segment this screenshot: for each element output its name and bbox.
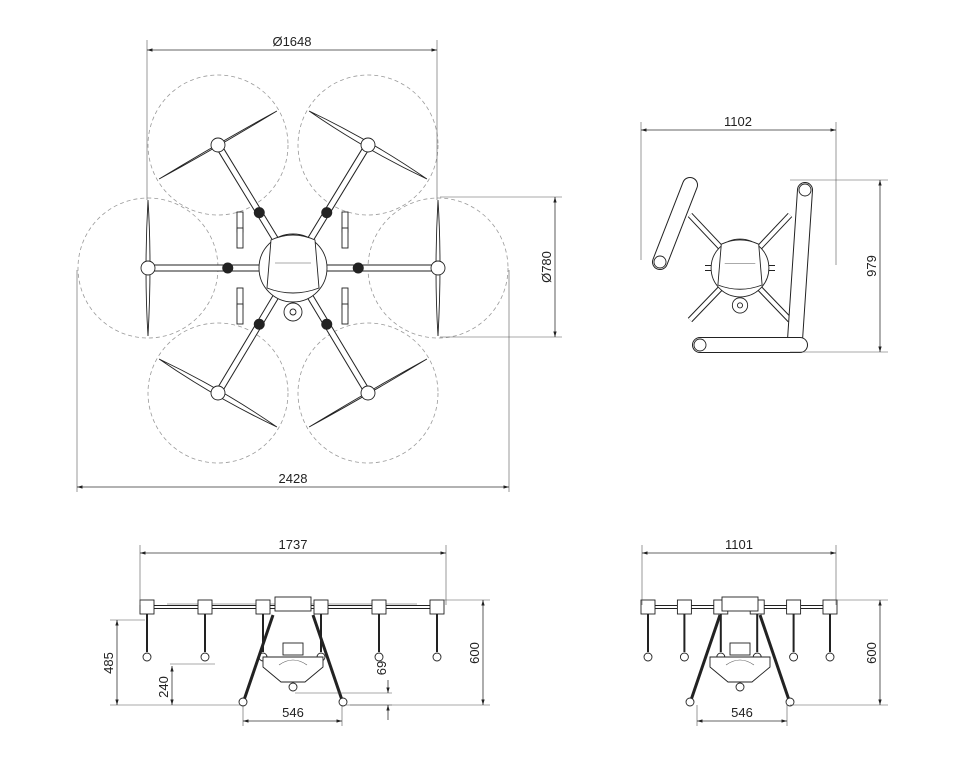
rotor-span-label: Ø1648 bbox=[272, 34, 311, 49]
landing-skid bbox=[236, 227, 244, 249]
top-view bbox=[77, 74, 509, 464]
dimension-folded-side-width: 1101 bbox=[641, 537, 837, 605]
arm-fold-joint bbox=[321, 318, 333, 330]
pump bbox=[729, 642, 751, 656]
arm-fold-joint bbox=[352, 262, 364, 274]
spray-nozzle bbox=[142, 652, 152, 662]
propeller-sweep-circle bbox=[297, 74, 439, 216]
motor bbox=[786, 599, 802, 615]
landing-leg-right bbox=[758, 614, 792, 704]
arm-fold-joint bbox=[321, 207, 333, 219]
spray-nozzle bbox=[432, 652, 442, 662]
folded-side-width-label: 1101 bbox=[725, 537, 753, 552]
tank-window bbox=[278, 659, 308, 666]
spray-nozzle bbox=[200, 652, 210, 662]
body-diameter-label: Ø780 bbox=[539, 251, 554, 283]
dimension-body-diameter: Ø780 bbox=[440, 196, 562, 338]
folded-top-view bbox=[652, 177, 813, 353]
landing-skid bbox=[341, 227, 349, 249]
spray-tank bbox=[717, 239, 763, 290]
spray-tank bbox=[262, 656, 324, 683]
foot-left bbox=[685, 697, 695, 707]
ground-clearance-label: 69 bbox=[374, 661, 389, 675]
motor bbox=[360, 385, 376, 401]
motor bbox=[798, 183, 812, 197]
motor bbox=[139, 599, 155, 615]
dimension-nozzle-height: 240 bbox=[156, 663, 215, 705]
dimension-side-height: 600 bbox=[350, 599, 490, 706]
folded-depth-label: 979 bbox=[864, 255, 879, 277]
dimension-folded-leg-spacing: 546 bbox=[696, 705, 788, 726]
dimension-side-width: 1737 bbox=[139, 537, 447, 605]
motor bbox=[210, 385, 226, 401]
dimension-leg-spacing: 546 bbox=[242, 705, 343, 726]
folded-propeller-inner bbox=[653, 178, 697, 269]
folded-side-height-label: 600 bbox=[864, 642, 879, 664]
dimension-ground-clearance: 69 bbox=[295, 661, 392, 720]
spray-tank bbox=[266, 234, 320, 294]
motor bbox=[255, 599, 271, 615]
propeller-sweep-circle bbox=[297, 322, 439, 464]
nozzle-height-label: 240 bbox=[156, 676, 171, 698]
motor bbox=[653, 255, 667, 269]
spray-nozzle bbox=[679, 652, 689, 662]
folded-width-label: 1102 bbox=[724, 114, 752, 129]
centrifugal-nozzle bbox=[735, 682, 745, 692]
spray-nozzle bbox=[789, 652, 799, 662]
landing-skid bbox=[236, 303, 244, 325]
overall-width-label: 2428 bbox=[279, 471, 308, 486]
landing-leg-left bbox=[241, 614, 275, 704]
pump-center bbox=[289, 308, 297, 316]
pump-center bbox=[737, 302, 744, 309]
dimension-folded-depth: 979 bbox=[790, 179, 888, 353]
motor bbox=[640, 599, 656, 615]
motor bbox=[140, 260, 156, 276]
arm-height-label: 485 bbox=[101, 652, 116, 674]
motor bbox=[693, 338, 707, 352]
side-height-label: 600 bbox=[467, 642, 482, 664]
dimension-folded-width: 1102 bbox=[640, 114, 837, 265]
motor bbox=[360, 137, 376, 153]
motor bbox=[676, 599, 692, 615]
motor bbox=[313, 599, 329, 615]
dimension-rotor-span: Ø1648 bbox=[146, 34, 438, 200]
propeller-sweep-circle bbox=[147, 322, 289, 464]
landing-leg-left bbox=[688, 614, 722, 704]
motor bbox=[430, 260, 446, 276]
landing-leg-right bbox=[311, 614, 345, 704]
dimension-folded-side-height: 600 bbox=[790, 599, 888, 706]
dimension-arm-height: 485 bbox=[101, 619, 240, 706]
pump bbox=[282, 642, 304, 656]
leg-spacing-label: 546 bbox=[282, 705, 304, 720]
side-view-folded bbox=[640, 596, 838, 707]
body-top bbox=[274, 596, 312, 612]
side-view-unfolded bbox=[139, 596, 445, 707]
arm-fold-joint bbox=[253, 318, 265, 330]
motor bbox=[197, 599, 213, 615]
side-width-label: 1737 bbox=[279, 537, 308, 552]
arm-fold-joint bbox=[253, 207, 265, 219]
folded-propeller-inner bbox=[788, 183, 812, 347]
foot-right bbox=[338, 697, 348, 707]
spray-nozzle bbox=[825, 652, 835, 662]
folded-leg-spacing-label: 546 bbox=[731, 705, 753, 720]
spray-tank bbox=[709, 656, 771, 683]
body-top bbox=[721, 596, 759, 612]
motor bbox=[822, 599, 838, 615]
tank-window bbox=[725, 659, 755, 666]
arm-fold-joint bbox=[222, 262, 234, 274]
propeller-sweep-circle bbox=[147, 74, 289, 216]
motor bbox=[429, 599, 445, 615]
spray-nozzle bbox=[643, 652, 653, 662]
motor bbox=[210, 137, 226, 153]
centrifugal-nozzle bbox=[288, 682, 298, 692]
foot-left bbox=[238, 697, 248, 707]
spray-nozzle bbox=[374, 652, 384, 662]
foot-right bbox=[785, 697, 795, 707]
dimension-overall-width: 2428 bbox=[76, 270, 510, 492]
motor bbox=[371, 599, 387, 615]
landing-skid bbox=[341, 303, 349, 325]
